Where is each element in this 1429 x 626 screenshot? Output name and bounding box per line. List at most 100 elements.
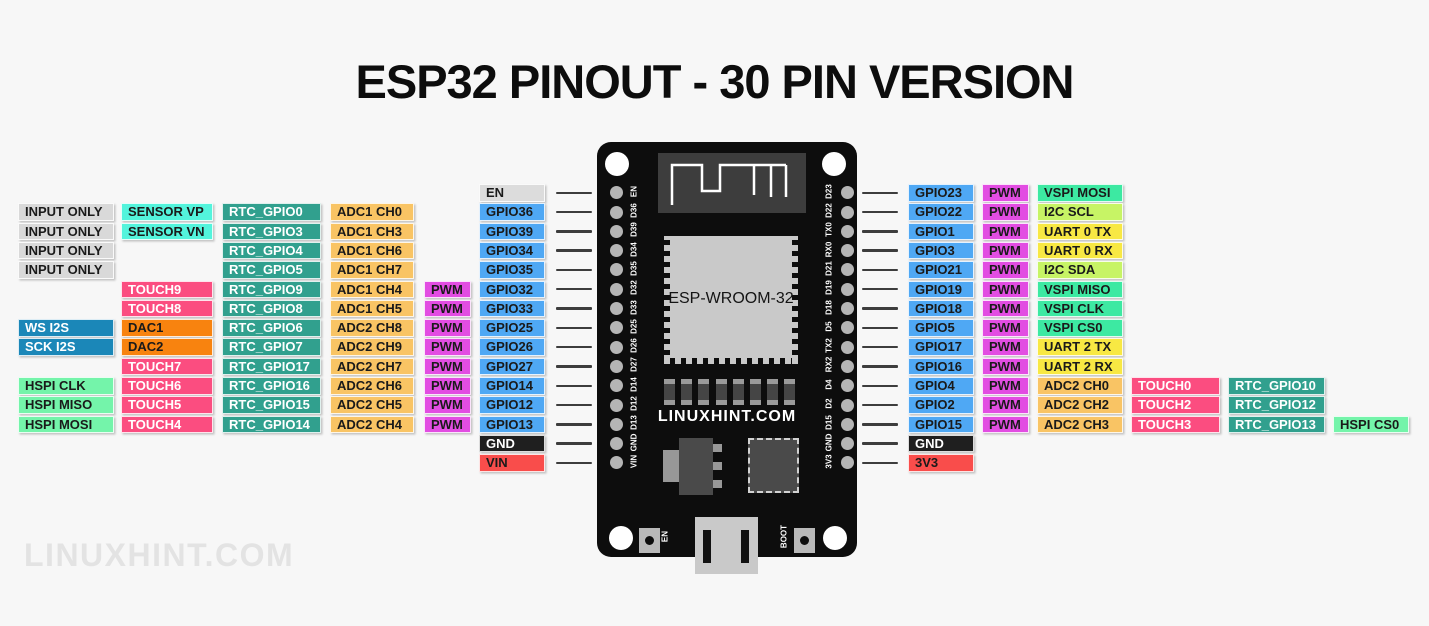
left-connector-line xyxy=(556,403,592,407)
function-label-rtc-gpio14: RTC_GPIO14 xyxy=(222,415,321,434)
function-label-pwm: PWM xyxy=(424,280,471,298)
boot-button xyxy=(794,528,815,553)
function-label-pwm: PWM xyxy=(982,396,1029,414)
smd-capacitor xyxy=(698,379,710,405)
function-label-touch4: TOUCH4 xyxy=(121,415,213,434)
function-label-pwm: PWM xyxy=(982,299,1029,318)
function-label-input-only: INPUT ONLY xyxy=(18,203,114,221)
function-label-pwm: PWM xyxy=(982,184,1029,202)
pin-hole xyxy=(840,224,854,238)
left-connector-line xyxy=(556,230,592,233)
wifi-antenna xyxy=(658,153,806,213)
function-label-pwm: PWM xyxy=(424,415,471,434)
function-label-dac2: DAC2 xyxy=(121,338,213,356)
pin-hole xyxy=(840,205,854,219)
pin-hole xyxy=(840,340,854,354)
left-connector-line xyxy=(556,326,592,330)
function-label-rtc-gpio16: RTC_GPIO16 xyxy=(222,377,321,395)
function-label-gpio35: GPIO35 xyxy=(479,261,545,279)
function-label-sensor-vn: SENSOR VN xyxy=(121,222,213,241)
pin-name-label-3v3: 3V3 xyxy=(824,454,834,469)
pin-hole xyxy=(609,398,623,412)
function-label-rtc-gpio5: RTC_GPIO5 xyxy=(222,261,321,279)
function-label-input-only: INPUT ONLY xyxy=(18,241,114,260)
left-connector-line xyxy=(556,442,592,445)
chip-label: ESP-WROOM-32 xyxy=(668,290,794,307)
pin-hole xyxy=(840,359,854,373)
function-label-gpio17: GPIO17 xyxy=(908,338,974,356)
function-label-pwm: PWM xyxy=(424,338,471,356)
function-label-pwm: PWM xyxy=(424,357,471,376)
right-connector-line xyxy=(862,230,898,233)
right-connector-line xyxy=(862,249,898,252)
pin-hole xyxy=(840,321,854,335)
function-label-pwm: PWM xyxy=(982,280,1029,298)
right-connector-line xyxy=(862,461,898,465)
function-label-gpio23: GPIO23 xyxy=(908,184,974,202)
function-label-vspi-cs0: VSPI CS0 xyxy=(1037,319,1123,337)
function-label-adc2-ch5: ADC2 CH5 xyxy=(330,396,414,414)
pin-hole xyxy=(609,321,623,335)
pin-hole xyxy=(609,417,623,431)
function-label-ws-i2s: WS I2S xyxy=(18,319,114,337)
function-label-gnd: GND xyxy=(479,434,545,453)
function-label-adc1-ch5: ADC1 CH5 xyxy=(330,299,414,318)
function-label-vspi-clk: VSPI CLK xyxy=(1037,299,1123,318)
right-connector-line xyxy=(862,288,898,291)
function-label-adc2-ch7: ADC2 CH7 xyxy=(330,357,414,376)
function-label-input-only: INPUT ONLY xyxy=(18,222,114,241)
chip-castellation-right xyxy=(792,240,798,360)
antenna-trace xyxy=(670,163,788,205)
function-label-uart-2-tx: UART 2 TX xyxy=(1037,338,1123,356)
pin-hole xyxy=(840,302,854,316)
pin-hole xyxy=(609,244,623,258)
left-connector-line xyxy=(556,365,592,368)
function-label-rtc-gpio7: RTC_GPIO7 xyxy=(222,338,321,356)
left-connector-line xyxy=(556,307,592,310)
left-connector-line xyxy=(556,461,592,465)
function-label-rtc-gpio9: RTC_GPIO9 xyxy=(222,280,321,298)
function-label-gpio22: GPIO22 xyxy=(908,203,974,221)
usb-slot xyxy=(703,530,711,563)
watermark-linuxhint: LINUXHINT.COM xyxy=(24,537,295,573)
pin-hole xyxy=(609,186,623,200)
function-label-pwm: PWM xyxy=(982,261,1029,279)
function-label-adc2-ch0: ADC2 CH0 xyxy=(1037,377,1123,395)
mounting-hole-bottom-left xyxy=(609,526,633,550)
function-label-touch5: TOUCH5 xyxy=(121,396,213,414)
function-label-adc2-ch9: ADC2 CH9 xyxy=(330,338,414,356)
silkscreen-text: LINUXHINT.COM xyxy=(657,408,797,425)
function-label-pwm: PWM xyxy=(982,357,1029,376)
function-label-gpio4: GPIO4 xyxy=(908,377,974,395)
right-connector-line xyxy=(862,326,898,330)
function-label-gpio19: GPIO19 xyxy=(908,280,974,298)
function-label-gpio21: GPIO21 xyxy=(908,261,974,279)
pin-hole xyxy=(609,456,623,470)
function-label-hspi-mosi: HSPI MOSI xyxy=(18,415,114,434)
chip-castellation-bottom xyxy=(670,358,792,364)
esp-wroom-32-module: ESP-WROOM-32 xyxy=(664,236,798,364)
pin-hole xyxy=(840,282,854,296)
mounting-hole-bottom-right xyxy=(823,526,847,550)
pin-hole xyxy=(840,379,854,393)
pin-hole xyxy=(609,340,623,354)
function-label-pwm: PWM xyxy=(424,396,471,414)
function-label-adc1-ch4: ADC1 CH4 xyxy=(330,280,414,298)
function-label-gpio25: GPIO25 xyxy=(479,319,545,337)
usb-slot xyxy=(741,530,749,563)
pin-hole xyxy=(609,205,623,219)
function-label-rtc-gpio10: RTC_GPIO10 xyxy=(1228,377,1325,395)
function-label-gpio36: GPIO36 xyxy=(479,203,545,221)
right-connector-line xyxy=(862,423,898,426)
pin-hole xyxy=(609,437,623,451)
chip-castellation-left xyxy=(664,240,670,360)
function-label-rtc-gpio15: RTC_GPIO15 xyxy=(222,396,321,414)
left-connector-line xyxy=(556,268,592,272)
regulator-pin xyxy=(713,444,722,452)
function-label-rtc-gpio6: RTC_GPIO6 xyxy=(222,319,321,337)
function-label-gnd: GND xyxy=(908,434,974,453)
function-label-pwm: PWM xyxy=(982,377,1029,395)
usb-uart-chip xyxy=(748,438,799,493)
en-button-label: EN xyxy=(660,530,670,543)
right-connector-line xyxy=(862,384,898,387)
